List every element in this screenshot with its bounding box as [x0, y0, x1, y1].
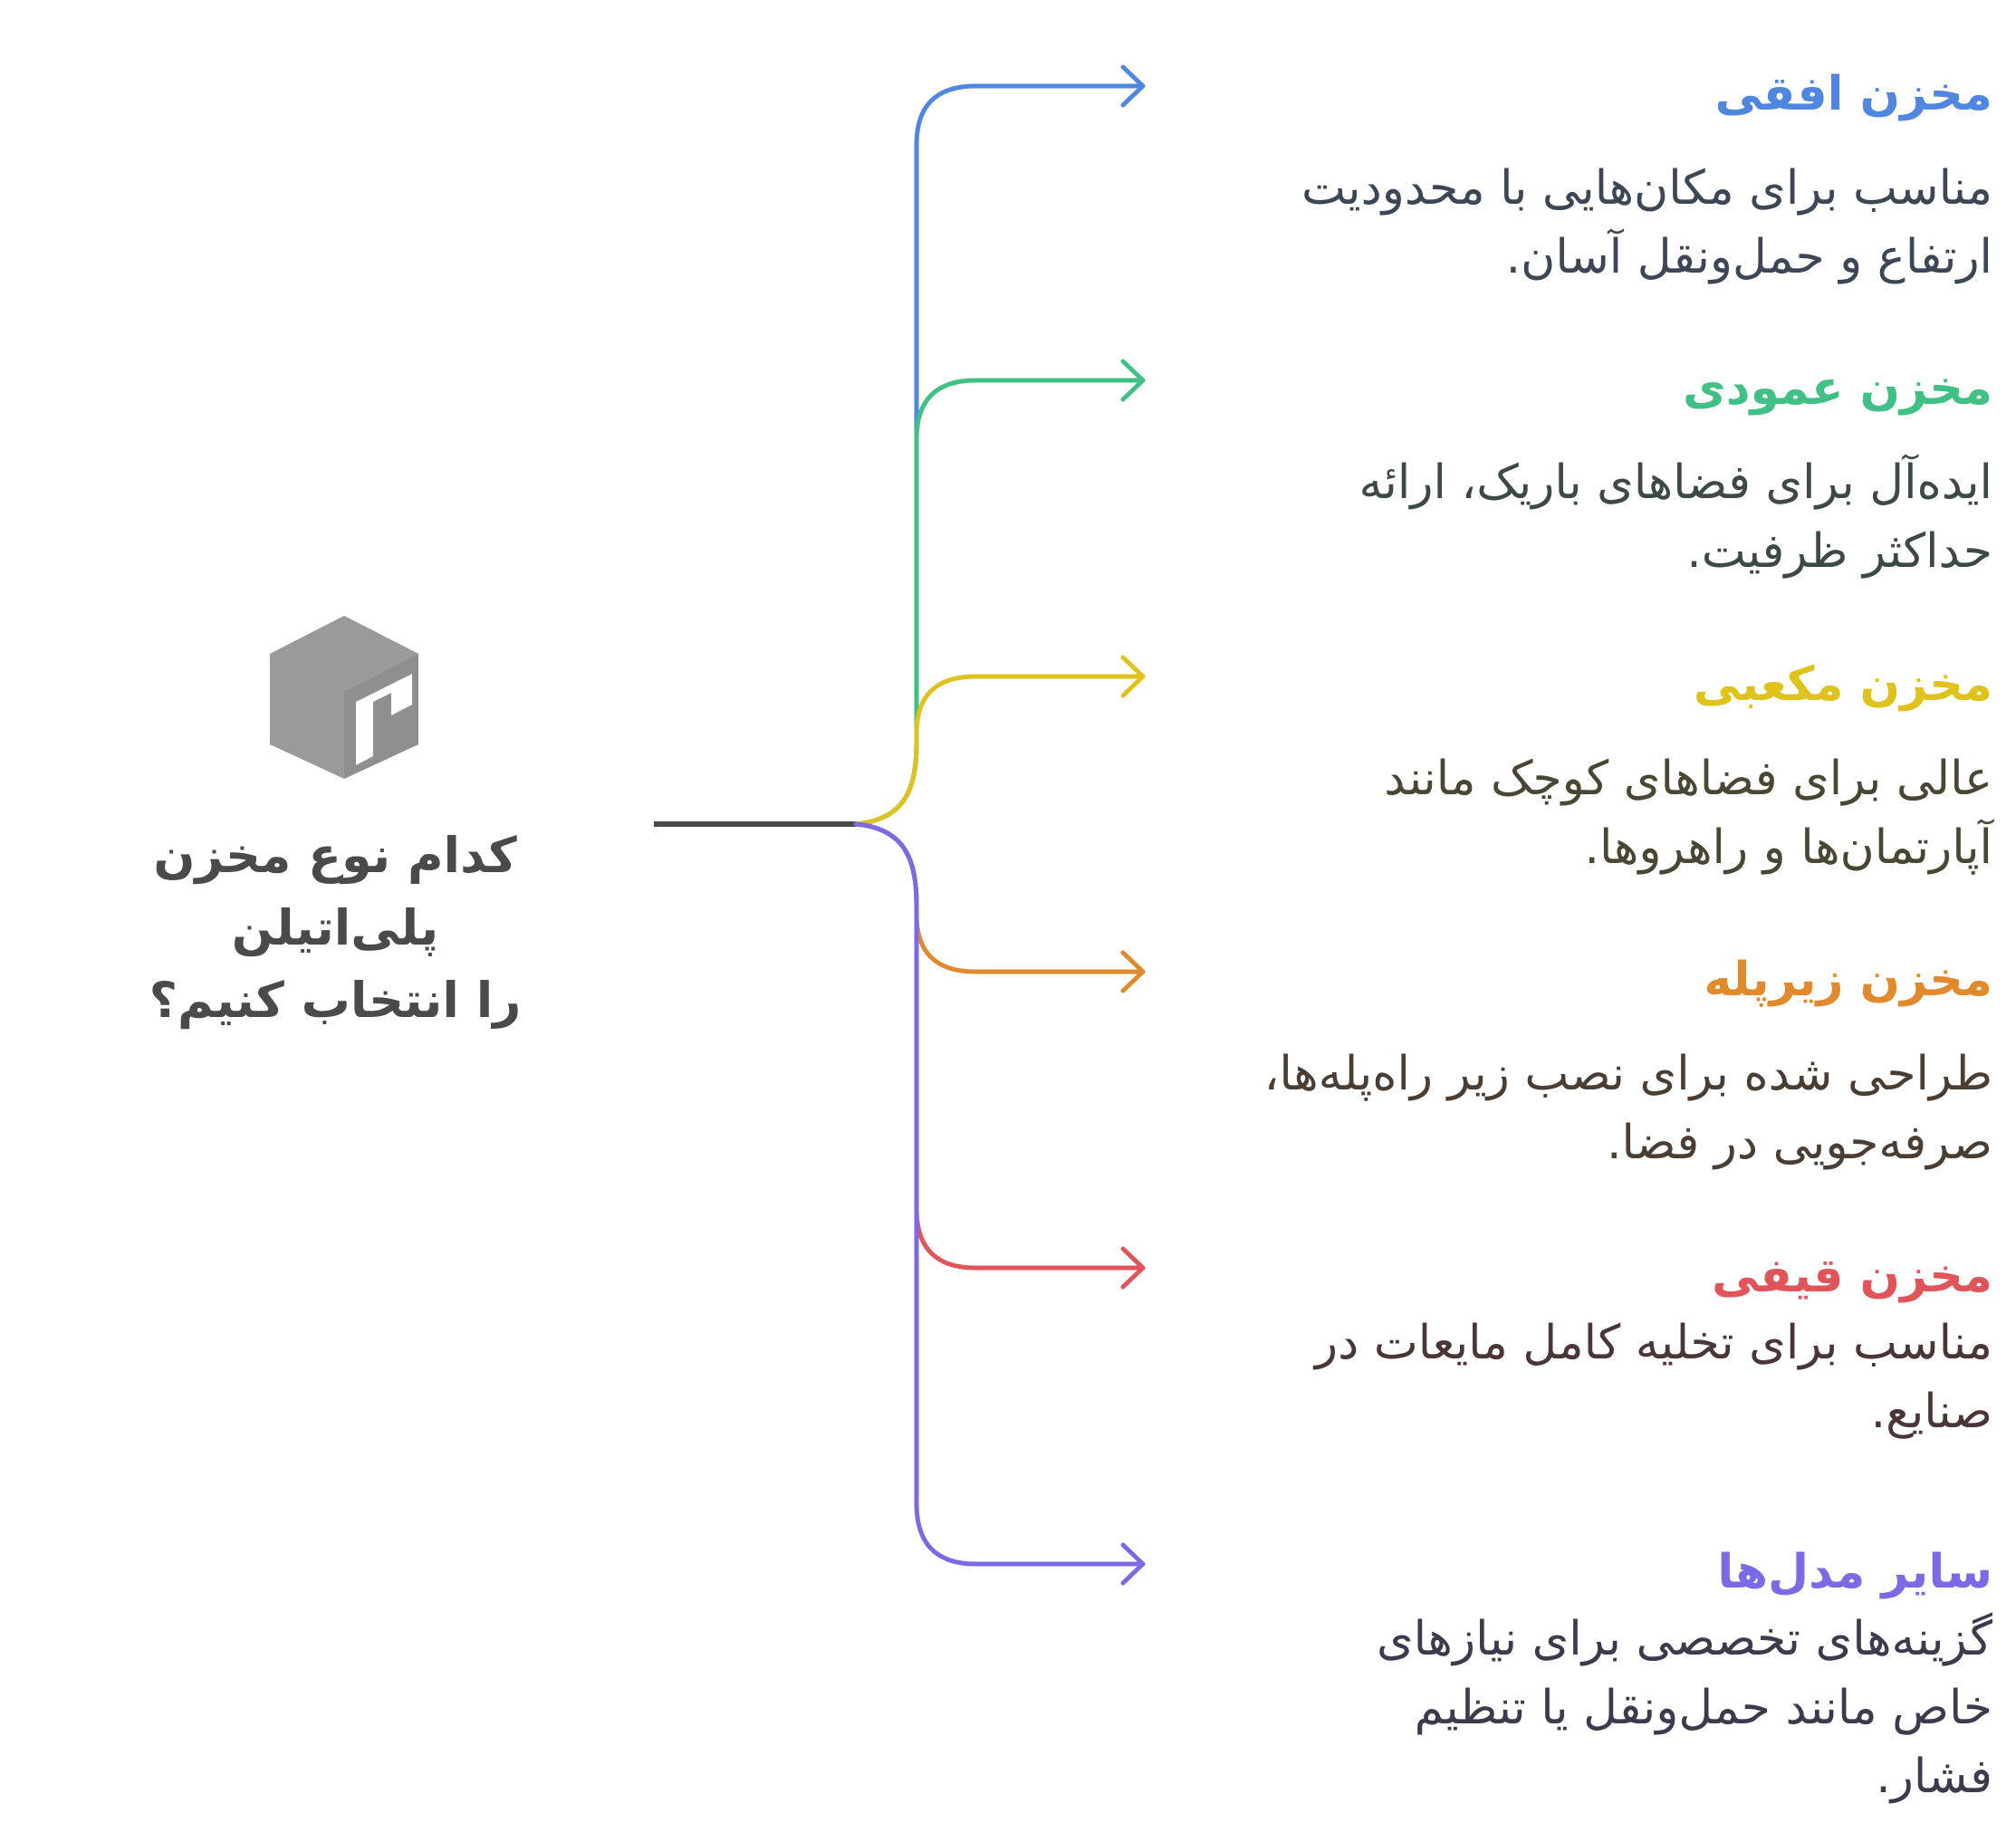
arrowhead-funnel — [1120, 1246, 1146, 1290]
branch-desc-line: عالی برای فضاهای کوچک مانند — [1384, 752, 1992, 806]
root-question-line2: را انتخاب کنیم؟ — [149, 972, 522, 1029]
branch-horizontal: مخزن افقی مناسب برای مکان‌هایی با محدودی… — [1195, 62, 1992, 292]
connector-vertical — [853, 378, 1146, 827]
branch-other: سایر مدل‌ها گزینه‌های تخصصی برای نیازهای… — [1195, 1540, 1992, 1811]
branch-title: مخزن عمودی — [1683, 361, 1992, 416]
arrowhead-other — [1120, 1542, 1146, 1586]
branch-cubic: مخزن مکعبی عالی برای فضاهای کوچک مانند آ… — [1195, 652, 1992, 882]
branch-desc-line: مناسب برای مکان‌هایی با محدودیت — [1301, 161, 1992, 216]
branch-title: مخزن مکعبی — [1693, 657, 1992, 712]
branch-desc-line: فشار. — [1876, 1750, 1992, 1804]
branch-funnel: مخزن قیفی مناسب برای تخلیه کامل مایعات د… — [1195, 1243, 1992, 1446]
arrowhead-horizontal — [1120, 64, 1146, 108]
branch-understair: مخزن زیرپله طراحی شده برای نصب زیر راه‌پ… — [1195, 947, 1992, 1177]
branch-desc-line: ایده‌آل برای فضاهای باریک، ارائه — [1358, 456, 1992, 510]
branch-desc-line: خاص مانند حمل‌ونقل یا تنظیم — [1414, 1681, 1992, 1735]
branch-vertical: مخزن عمودی ایده‌آل برای فضاهای باریک، ار… — [1195, 356, 1992, 586]
branch-title: مخزن قیفی — [1712, 1249, 1992, 1303]
branch-desc-line: صرفه‌جویی در فضا. — [1606, 1116, 1992, 1170]
branch-desc-line: حداکثر ظرفیت. — [1686, 524, 1992, 579]
connector-funnel — [853, 821, 1146, 1271]
branch-desc-line: آپارتمان‌ها و راهروها. — [1584, 820, 1992, 875]
arrowhead-understair — [1120, 950, 1146, 993]
branch-desc-line: طراحی شده برای نصب زیر راه‌پله‌ها، — [1263, 1047, 1992, 1101]
branch-desc-line: مناسب برای تخلیه کامل مایعات در — [1315, 1316, 1992, 1370]
branch-desc-line: ارتفاع و حمل‌ونقل آسان. — [1505, 230, 1992, 284]
branch-connectors — [853, 64, 1146, 1586]
root-question-line1: کدام نوع مخزن پلی‌اتیلن — [153, 827, 517, 956]
branch-title: مخزن افقی — [1714, 67, 1992, 121]
branch-desc-line: گزینه‌های تخصصی برای نیازهای — [1376, 1612, 1992, 1666]
connector-understair — [853, 821, 1146, 974]
arrowhead-vertical — [1120, 359, 1146, 402]
connector-other — [853, 821, 1146, 1567]
branch-title: مخزن زیرپله — [1704, 953, 1992, 1007]
arrowhead-cubic — [1120, 655, 1146, 698]
connector-horizontal — [853, 83, 1146, 827]
branch-title: سایر مدل‌ها — [1717, 1545, 1992, 1599]
root-question: کدام نوع مخزن پلی‌اتیلن را انتخاب کنیم؟ — [54, 820, 616, 1037]
cube-icon — [270, 616, 418, 779]
connector-cubic — [853, 674, 1146, 827]
branch-desc-line: صنایع. — [1870, 1385, 1992, 1439]
